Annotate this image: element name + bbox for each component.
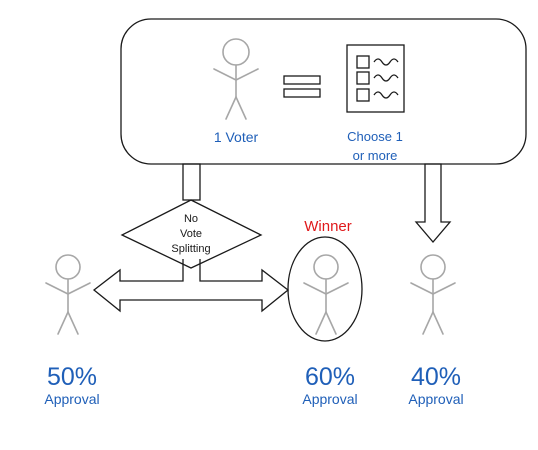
candidate-figure-winner-icon [303,254,349,335]
candidate-winner-percent: 60% [305,363,355,391]
equals-sign-icon [283,75,321,98]
decision-diamond [120,199,263,269]
candidate-right-percent: 40% [411,363,461,391]
winner-highlight-ellipse [287,236,363,342]
candidate-left-approval: Approval [44,391,99,407]
candidate-winner-approval: Approval [302,391,357,407]
connector-shaft [182,163,201,201]
choose-label-line1: Choose 1 [347,129,403,144]
candidate-figure-right-icon [410,254,456,335]
decision-line3: Splitting [171,243,210,255]
voter-label: 1 Voter [214,129,259,145]
voter-figure-icon [213,38,259,120]
winner-label: Winner [304,218,352,235]
decision-line1: No [184,213,198,225]
choose-label-line2: or more [353,148,398,163]
ballot-checklist-icon [346,44,405,113]
split-double-arrow [92,259,290,313]
voter-ballot-box [120,18,527,165]
candidate-right-approval: Approval [408,391,463,407]
candidate-figure-left-icon [45,254,91,335]
down-arrow [414,163,452,244]
decision-line2: Vote [180,228,202,240]
candidate-left-percent: 50% [47,363,97,391]
